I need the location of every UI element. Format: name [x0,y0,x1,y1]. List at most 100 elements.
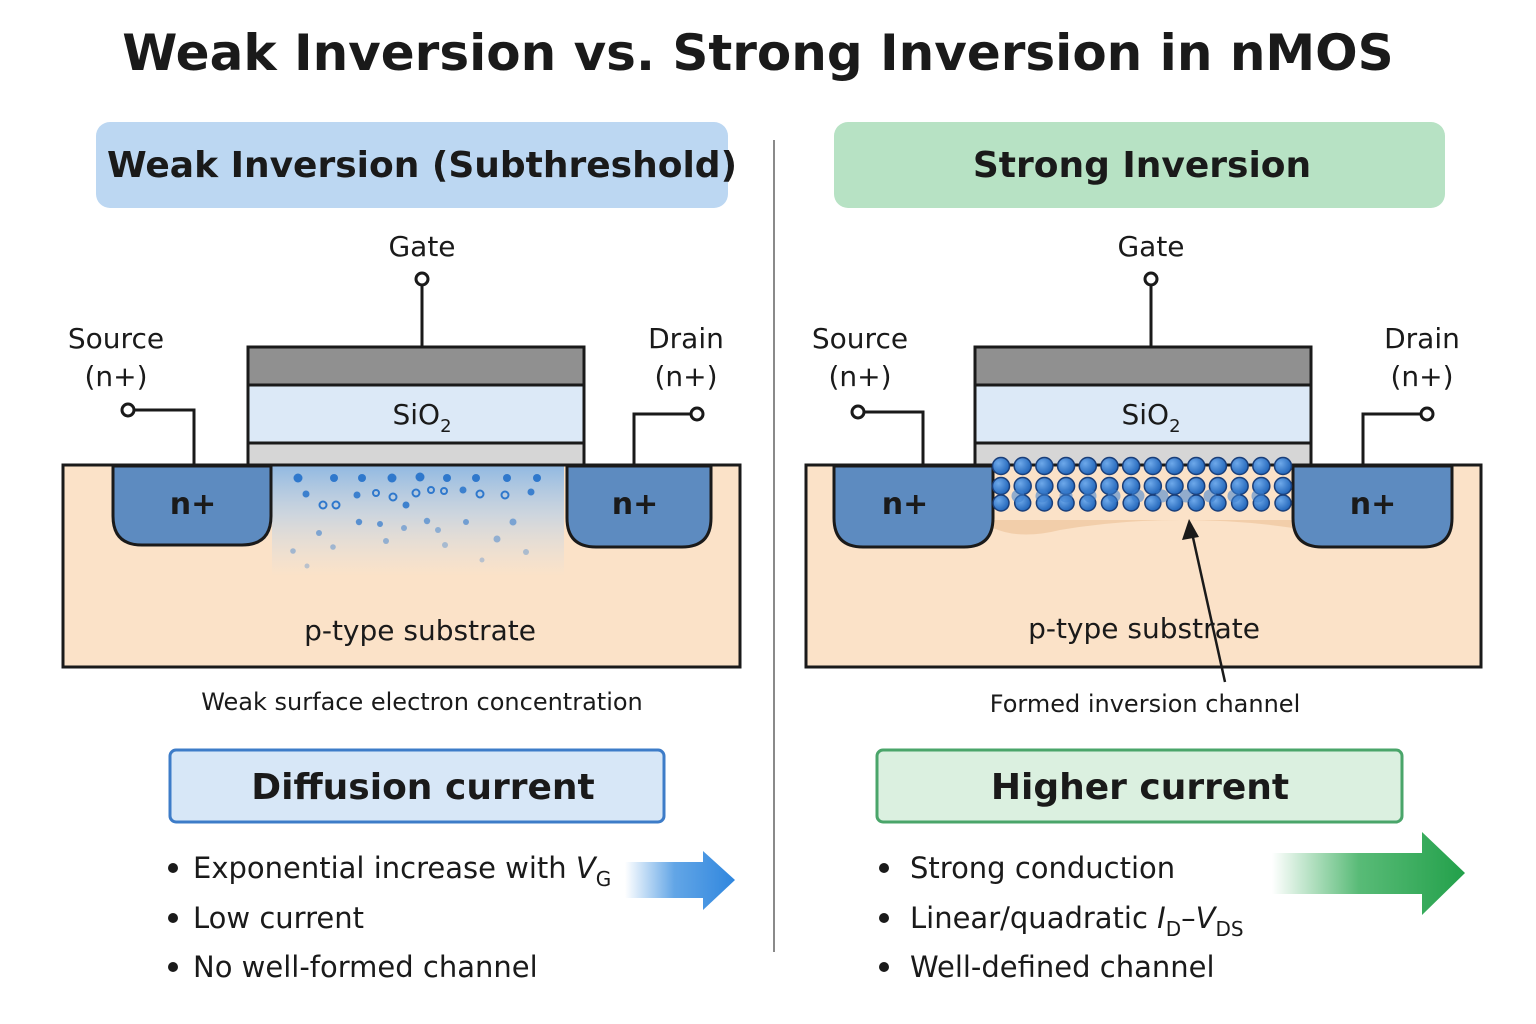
strong-inversion-channel [991,456,1293,512]
electron-icon [1121,456,1141,476]
weak-bullet-3: No well-formed channel [193,950,538,984]
weak-gate-oxide [246,383,586,445]
weak-drain-type-label: (n+) [654,360,717,393]
electron-icon [1165,494,1184,512]
weak-drain-wire [632,412,691,466]
strong-bullet-dot-1 [879,863,889,873]
electron-icon [402,501,410,509]
electron-icon [411,488,421,498]
electron-icon [1165,456,1184,476]
electron-icon [1165,476,1184,496]
strong-bullet-1: Strong conduction [910,851,1175,885]
weak-drain-nplus-label: n+ [612,487,659,522]
weak-source-label: Source [68,322,164,355]
strong-source-label: Source [812,322,908,355]
weak-bullet-dot-3 [168,962,178,972]
strong-inversion-panel: Strong Inversion Gate Source (n+) Drain … [804,122,1483,984]
electron-icon [523,549,529,555]
electron-icon [1155,489,1169,503]
strong-depletion-edge [993,520,1293,535]
weak-bullet-1: Exponential increase with VG [193,851,611,891]
electron-icon [290,548,296,554]
weak-current-label: Diffusion current [251,767,594,808]
electron-icon [527,488,535,496]
weak-current-arrow-icon [625,851,735,910]
electron-icon [500,490,510,500]
strong-gate-terminal-icon [1143,271,1159,287]
electron-icon [388,492,398,502]
electron-icon [1227,489,1241,503]
strong-header-box [834,122,1445,208]
strong-bullet-dot-2 [879,913,889,923]
strong-drain-terminal-icon [1419,406,1435,422]
strong-drain-label: Drain [1384,322,1460,355]
electron-icon [1273,456,1293,476]
electron-icon [472,474,480,482]
electron-icon [459,486,467,494]
strong-drain-wire [1361,412,1421,466]
electron-icon [435,527,441,533]
electron-icon [1013,456,1032,476]
electron-icon [1059,489,1073,503]
strong-caption: Formed inversion channel [990,690,1300,718]
weak-source-terminal-icon [120,402,136,418]
electron-icon [1107,489,1121,503]
strong-source-terminal-icon [850,404,866,420]
strong-gate-interface [973,441,1313,467]
electron-icon [991,476,1011,496]
weak-source-wire [134,408,196,466]
electron-icon [423,517,431,525]
electron-icon [1179,489,1193,503]
weak-source-nplus-region [111,464,273,547]
weak-caption: Weak surface electron concentration [201,688,643,716]
electron-icon [443,474,451,482]
weak-oxide-label: SiO2 [392,398,451,437]
electron-icon [1252,456,1271,476]
electron-icon [1274,494,1292,512]
electron-icon [1230,456,1249,476]
electron-icon [1100,456,1119,476]
weak-header-text: Weak Inversion (Subthreshold) [107,145,737,186]
electron-icon [509,518,517,526]
page-title: Weak Inversion vs. Strong Inversion in n… [122,24,1393,82]
electron-icon [1035,489,1049,503]
electron-icon [293,473,303,483]
electron-icon [383,538,389,544]
strong-oxide-label: SiO2 [1121,398,1180,437]
strong-current-box [875,748,1404,824]
electron-icon [533,474,541,482]
weak-drain-nplus-region [565,464,713,549]
weak-gate-label: Gate [388,230,455,263]
electron-icon [442,542,448,548]
electron-icon [377,521,383,527]
strong-source-nplus-region [832,464,995,549]
electron-icon [1035,456,1054,476]
strong-current-label: Higher current [991,767,1289,808]
strong-channel-pointer-line [1190,532,1227,683]
weak-current-box [168,748,666,824]
electron-icon [493,535,501,543]
electron-icon [1143,456,1163,476]
strong-drain-type-label: (n+) [1390,360,1453,393]
electron-icon [1251,489,1265,503]
electron-icon [1056,456,1076,476]
electron-icon [479,557,485,563]
strong-source-type-label: (n+) [828,360,891,393]
strong-bullet-3: Well-defined channel [910,950,1215,984]
weak-bullet-dot-1 [168,863,178,873]
electron-icon [358,474,366,482]
strong-substrate-label: p-type substrate [1028,612,1260,645]
electron-icon [992,494,1010,512]
electron-icon [355,518,363,526]
electron-icon [1203,489,1217,503]
weak-header-box [96,122,728,208]
strong-drain-nplus-region [1291,464,1454,549]
weak-gate-terminal-icon [414,271,430,287]
electron-icon [1078,456,1098,476]
electron-icon [1273,476,1293,496]
electron-icon [401,525,407,531]
weak-bullet-2: Low current [193,901,364,935]
electron-icon [463,519,469,525]
electron-icon [1208,456,1228,476]
electron-icon [372,489,380,497]
